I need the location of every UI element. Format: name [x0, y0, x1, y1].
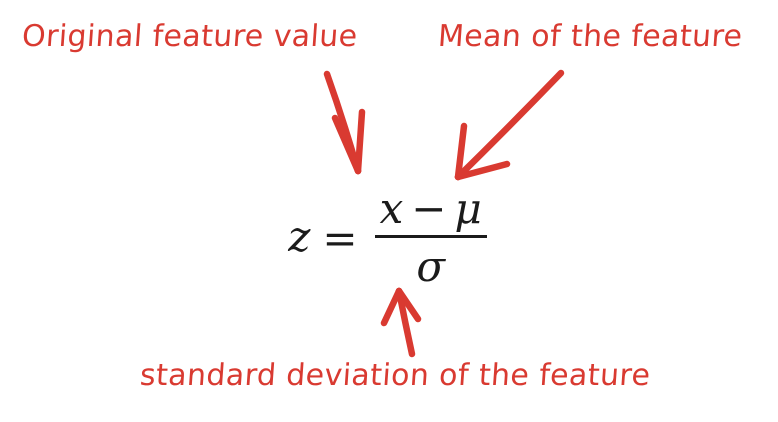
formula-minus-sign: − [411, 184, 447, 233]
formula-fraction-bar [374, 235, 487, 239]
formula-zscore: z = x−μ σ [0, 185, 778, 290]
formula-fraction: x−μ σ [372, 186, 490, 290]
arrow-original-to-x-icon [323, 70, 366, 175]
arrow-std-to-sigma-icon [380, 287, 422, 358]
formula-numerator-mu: μ [454, 184, 482, 233]
formula-numerator-x: x [379, 184, 404, 233]
formula-lhs-z: z [288, 211, 311, 261]
arrow-mean-to-mu-icon [454, 69, 565, 181]
formula-numerator: x−μ [372, 186, 490, 235]
annotation-standard-deviation-of-the-feature: standard deviation of the feature [138, 358, 652, 393]
annotation-mean-of-the-feature: Mean of the feature [436, 19, 744, 54]
formula-equals-sign: = [322, 213, 358, 263]
annotation-original-feature-value: Original feature value [20, 19, 359, 54]
formula-denominator-sigma: σ [416, 242, 445, 292]
